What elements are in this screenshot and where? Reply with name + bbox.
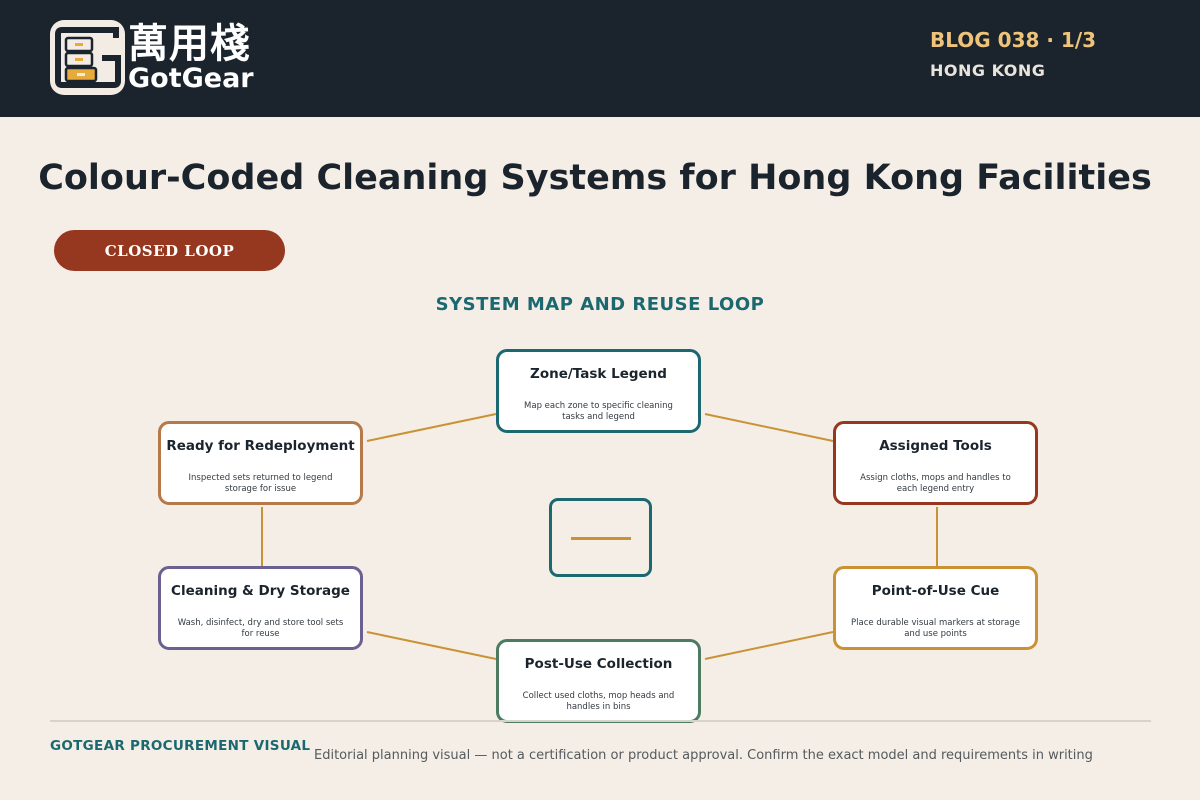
connector-line [704,631,834,660]
node-description: Map each zone to specific cleaning tasks… [524,401,673,422]
page-title: Colour-Coded Cleaning Systems for Hong K… [38,158,1152,198]
node-cleaning-dry-storage[interactable]: Cleaning & Dry Storage Wash, disinfect, … [158,566,363,650]
city-label: HONG KONG [930,61,1046,80]
closed-loop-badge: CLOSED LOOP [54,230,285,271]
node-description: Assign cloths, mops and handles to each … [860,473,1011,494]
node-title: Zone/Task Legend [530,366,667,382]
node-description: Place durable visual markers at storage … [851,618,1020,639]
node-point-of-use-cue[interactable]: Point-of-Use Cue Place durable visual ma… [833,566,1038,650]
footer-brand: GOTGEAR PROCUREMENT VISUAL [50,738,311,754]
connector-line [704,413,834,442]
node-title: Assigned Tools [879,438,992,454]
node-post-use-collection[interactable]: Post-Use Collection Collect used cloths,… [496,639,701,723]
node-title: Post-Use Collection [524,656,673,672]
node-title: Cleaning & Dry Storage [171,583,350,599]
hub-dash [571,537,631,540]
gotgear-logo-icon[interactable] [50,20,125,95]
footer-divider [50,720,1151,722]
section-title: SYSTEM MAP AND REUSE LOOP [435,294,765,315]
node-zone-task-legend[interactable]: Zone/Task Legend Map each zone to specif… [496,349,701,433]
brand-english-name: GotGear [128,63,254,94]
node-description: Inspected sets returned to legend storag… [188,473,333,494]
footer-disclaimer: Editorial planning visual — not a certif… [314,748,1093,763]
page-header: 萬用棧 GotGear BLOG 038 · 1/3 HONG KONG [0,0,1200,117]
brand-chinese-name: 萬用棧 [128,21,251,67]
connector-line [366,631,497,660]
node-title: Point-of-Use Cue [871,583,1000,599]
node-assigned-tools[interactable]: Assigned Tools Assign cloths, mops and h… [833,421,1038,505]
node-description: Collect used cloths, mop heads and handl… [522,691,675,712]
node-title: Ready for Redeployment [166,438,355,454]
loop-hub [549,498,652,577]
node-ready-for-redeployment[interactable]: Ready for Redeployment Inspected sets re… [158,421,363,505]
connector-line [366,413,497,442]
node-description: Wash, disinfect, dry and store tool sets… [177,618,344,639]
blog-number: BLOG 038 · 1/3 [930,28,1097,52]
